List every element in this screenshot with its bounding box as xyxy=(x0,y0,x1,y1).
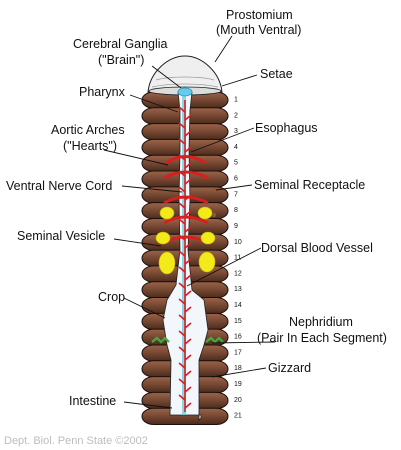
segment-number: 8 xyxy=(234,207,238,214)
label-dorsal-blood-vessel: Dorsal Blood Vessel xyxy=(261,241,373,255)
segment-number: 21 xyxy=(234,413,242,420)
segment-number: 6 xyxy=(234,176,238,183)
segment-number: 17 xyxy=(234,349,242,356)
label-brain: ("Brain") xyxy=(98,53,144,67)
label-hearts: ("Hearts") xyxy=(63,139,117,153)
credit-line: Dept. Biol. Penn State ©2002 xyxy=(4,435,148,447)
segment-number: 2 xyxy=(234,112,238,119)
segment-number: 14 xyxy=(234,302,242,309)
segment-number: 13 xyxy=(234,286,242,293)
label-nephridium: Nephridium xyxy=(289,315,353,329)
seminal-receptacles xyxy=(211,187,218,218)
labels: Prostomium (Mouth Ventral) Cerebral Gang… xyxy=(6,8,387,408)
label-mouth-ventral: (Mouth Ventral) xyxy=(216,23,301,37)
label-prostomium: Prostomium xyxy=(226,8,293,22)
segment-number: 20 xyxy=(234,397,242,404)
prostomium-head xyxy=(147,55,223,96)
label-nephridium-note: (Pair In Each Segment) xyxy=(257,331,387,345)
segment-number: 18 xyxy=(234,365,242,372)
label-aortic-arches: Aortic Arches xyxy=(51,123,125,137)
label-intestine: Intestine xyxy=(69,394,116,408)
segment-number: 9 xyxy=(234,223,238,230)
label-pharynx: Pharynx xyxy=(79,85,126,99)
segment-number: 3 xyxy=(234,128,238,135)
label-esophagus: Esophagus xyxy=(255,121,318,135)
label-seminal-receptacle: Seminal Receptacle xyxy=(254,178,365,192)
segment-number: 15 xyxy=(234,318,242,325)
label-cerebral-ganglia: Cerebral Ganglia xyxy=(73,37,168,51)
segment-number: 4 xyxy=(234,144,238,151)
segment-number: 16 xyxy=(234,334,242,341)
segment-number: 5 xyxy=(234,160,238,167)
segment-number: 12 xyxy=(234,270,242,277)
label-gizzard: Gizzard xyxy=(268,361,311,375)
segment-number: 10 xyxy=(234,239,242,246)
label-crop: Crop xyxy=(98,290,125,304)
segment-number: 7 xyxy=(234,191,238,198)
label-setae: Setae xyxy=(260,67,293,81)
seminal-vesicles xyxy=(155,206,216,275)
segment-number: 1 xyxy=(234,96,238,103)
leader-lines xyxy=(103,35,276,409)
cerebral-ganglia xyxy=(177,87,193,97)
label-seminal-vesicle: Seminal Vesicle xyxy=(17,229,105,243)
segment-number: 11 xyxy=(234,255,241,262)
nephridia xyxy=(151,336,224,344)
label-ventral-nerve-cord: Ventral Nerve Cord xyxy=(6,179,112,193)
segment-number: 19 xyxy=(234,381,242,388)
